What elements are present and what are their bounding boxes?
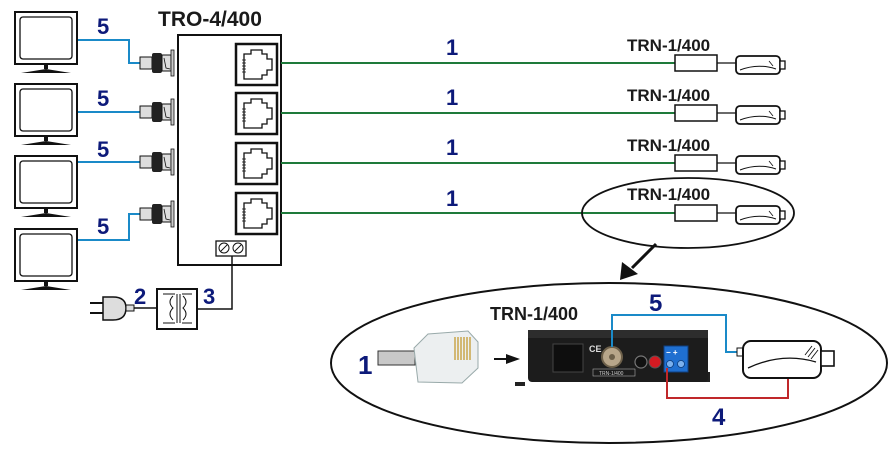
detail-video-cable xyxy=(611,314,741,353)
svg-text:− +: − + xyxy=(666,348,678,357)
rj45-port-icon xyxy=(234,141,279,186)
trn-device: CE TRN-1/400 − + xyxy=(515,330,710,386)
detail-video-label: 5 xyxy=(649,290,662,317)
video-cable-label: 5 xyxy=(97,137,109,162)
camera-icon xyxy=(735,55,786,75)
transmitter-box xyxy=(674,104,718,122)
detail-power-cable xyxy=(666,368,789,399)
insert-arrow-icon xyxy=(494,354,520,364)
zoom-arrow-icon xyxy=(620,242,658,280)
transformer-icon xyxy=(156,288,198,330)
transmitter-model-label: TRN-1/400 xyxy=(627,136,710,155)
detail-model-label: TRN-1/400 xyxy=(490,304,578,324)
camera-icon xyxy=(735,205,786,225)
bnc-connector-icon xyxy=(139,200,175,228)
bnc-connector-icon xyxy=(139,49,175,77)
video-cable-label: 5 xyxy=(97,214,109,239)
terminal-block: − + xyxy=(663,345,689,373)
transmitter-model-label: TRN-1/400 xyxy=(627,36,710,55)
monitor-icon xyxy=(14,228,78,291)
utp-cable-segment xyxy=(377,350,416,366)
video-cables xyxy=(78,39,140,241)
rj45-socket xyxy=(552,343,584,373)
mains-cable-label: 2 xyxy=(134,284,146,309)
bnc-connector-icon xyxy=(139,148,175,176)
mains-plug-icon xyxy=(90,296,135,321)
monitor-icon xyxy=(14,83,78,146)
rj45-port-icon xyxy=(234,91,279,136)
utp-cables xyxy=(281,62,675,214)
monitor-icon xyxy=(14,11,78,74)
device-plate-text: TRN-1/400 xyxy=(599,371,624,377)
camera-icon xyxy=(735,105,786,125)
transmitter-model-label: TRN-1/400 xyxy=(627,185,710,204)
transmitter-box xyxy=(674,54,718,72)
video-cable-label: 5 xyxy=(97,14,109,39)
camera-icon xyxy=(735,155,786,175)
bnc-connector-icon xyxy=(139,98,175,126)
video-cable-label: 5 xyxy=(97,86,109,111)
utp-cable-label: 1 xyxy=(446,135,458,160)
transmitter-box xyxy=(674,204,718,222)
detail-camera-icon xyxy=(736,340,835,379)
rj45-port-icon xyxy=(234,42,279,87)
detail-utp-label: 1 xyxy=(358,350,372,380)
power-cable xyxy=(197,256,233,310)
transmitter-model-label: TRN-1/400 xyxy=(627,86,710,105)
utp-cable-label: 1 xyxy=(446,85,458,110)
power-terminal-icon xyxy=(215,240,247,257)
dc-output-label: 3 xyxy=(203,284,215,309)
rj45-port-icon xyxy=(234,191,279,236)
utp-cable-label: 1 xyxy=(446,186,458,211)
rj45-plug-icon xyxy=(413,330,479,384)
svg-text:CE: CE xyxy=(589,344,602,354)
transmitter-box xyxy=(674,154,718,172)
receiver-model-label: TRO-4/400 xyxy=(158,8,262,31)
detail-power-label: 4 xyxy=(712,404,726,431)
utp-cable-label: 1 xyxy=(446,35,458,60)
monitor-icon xyxy=(14,155,78,218)
highlight-ellipse xyxy=(581,177,795,249)
